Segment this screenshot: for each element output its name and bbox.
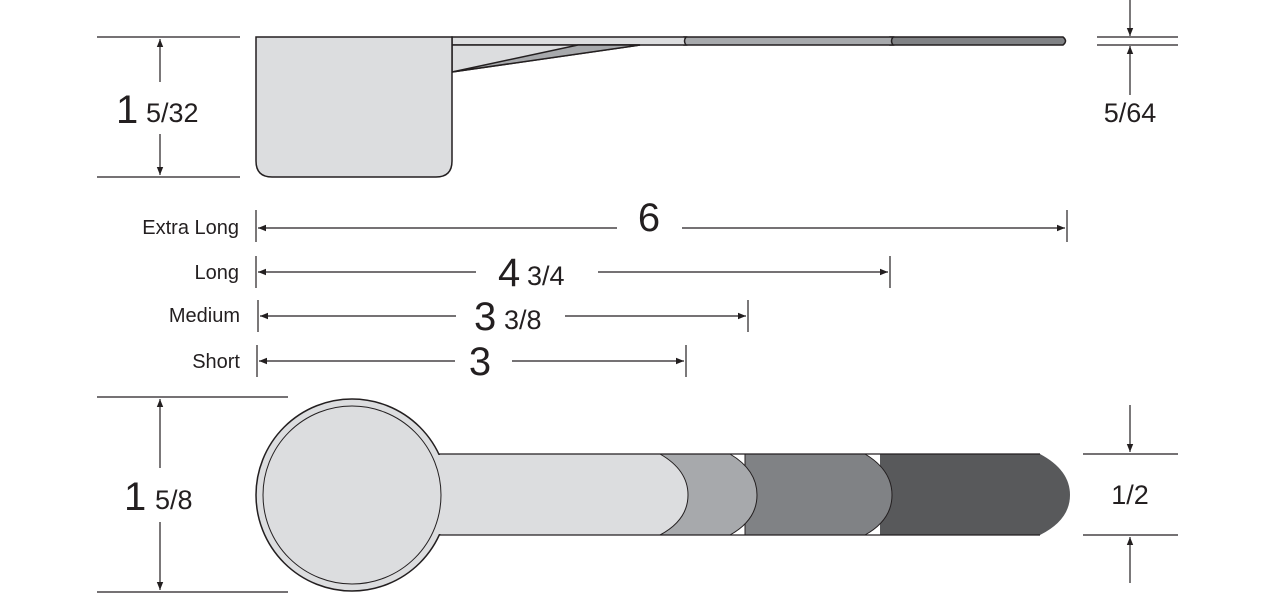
bowl-height-fraction: 5/32 [146,98,199,128]
length-label: Long [195,262,240,284]
length-value-whole: 3 [469,340,491,384]
bowl-diameter-whole: 1 [124,475,146,519]
bowl-height-dimension: 1 5/32 [97,36,240,178]
handle-dark-segment [744,453,893,536]
handle-darkest-segment [880,454,1070,535]
handle-segment-extra-long [889,36,1067,46]
length-value-fraction: 3/4 [527,261,565,291]
handle-medium-segment [659,453,758,536]
length-row-short: Short 3 [192,340,687,384]
length-value-whole: 4 [498,251,520,295]
bowl-height-whole: 1 [116,88,138,132]
handle-brace-shadow [451,44,641,73]
thickness-value: 5/64 [1104,98,1157,128]
bowl-diameter-dimension: 1 5/8 [97,396,288,593]
length-label: Medium [169,305,240,327]
handle-segment-short [451,36,688,46]
length-label: Extra Long [142,217,239,239]
bowl-side [255,36,453,178]
handle-light-segment [429,453,689,536]
bowl-diameter-fraction: 5/8 [155,485,193,515]
thickness-dimension: 5/64 [1097,0,1178,128]
side-view [255,36,1067,178]
handle-segment-long [683,36,895,46]
length-row-extra-long: Extra Long 6 [142,196,1068,242]
length-value-whole: 6 [638,196,660,240]
length-row-long: Long 4 3/4 [195,251,891,295]
handle-width-value: 1/2 [1111,480,1149,510]
length-label: Short [192,351,240,373]
length-value-fraction: 3/8 [504,305,542,335]
top-view [255,398,1070,592]
bowl-inner [262,405,442,585]
length-row-medium: Medium 3 3/8 [169,295,749,339]
handle-width-dimension: 1/2 [1083,405,1178,583]
length-value-whole: 3 [474,295,496,339]
